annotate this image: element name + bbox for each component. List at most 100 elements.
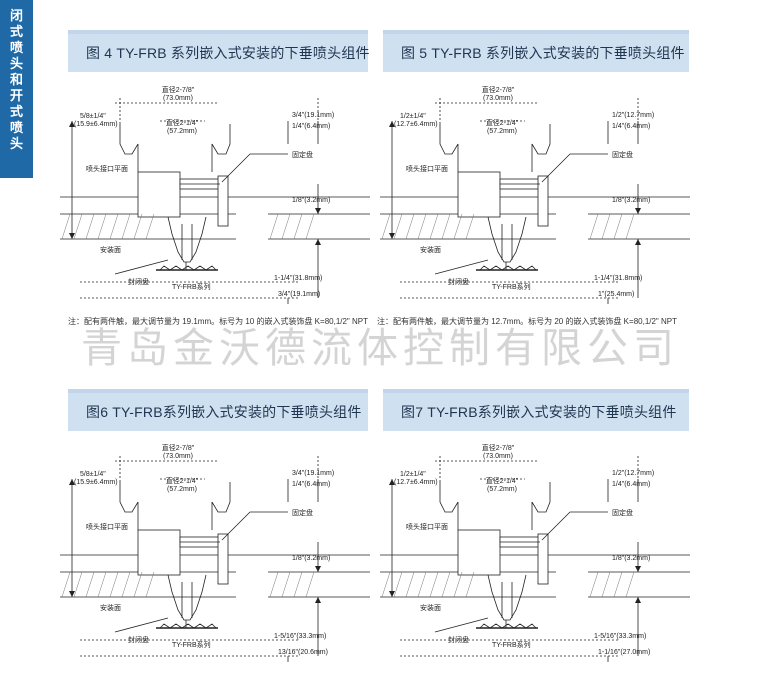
seal-cup-label: 封闭盘 — [448, 635, 469, 644]
figure-4-header: 图 4 TY-FRB 系列嵌入式安装的下垂喷头组件 — [68, 30, 370, 72]
figure-4-drawing: 直径2-7/8" (73.0mm) 直径2-1/4" (57.2mm) 5/8±… — [60, 84, 370, 324]
left-dimension-label: 5/8±1/4" — [80, 113, 106, 120]
sidebar-char: 喷 — [9, 40, 23, 55]
top-right-dimension-2: 1/4"(6.4mm) — [292, 123, 330, 130]
inner-diameter-mm-label: (57.2mm) — [167, 486, 197, 493]
plate-label: 固定盘 — [612, 508, 633, 517]
seal-cup-label: 封闭盘 — [128, 277, 149, 286]
sprinkler-assembly-drawing: 直径2-7/8" (73.0mm) 直径2-1/4" (57.2mm) 5/8±… — [60, 85, 370, 304]
inner-diameter-label: 直径2-1/4" — [486, 118, 519, 127]
gap-dimension-label: 1/8"(3.2mm) — [292, 555, 330, 562]
figure-4-note: 注：配有两件触，最大调节量为 19.1mm。标号为 10 的嵌入式装饰盘 K=8… — [68, 317, 368, 326]
ceiling-label: 安装面 — [100, 245, 121, 254]
model-label: TY-FRB系列 — [492, 640, 531, 649]
figure-7-title: 图7 TY-FRB系列嵌入式安装的下垂喷头组件 — [401, 404, 677, 420]
plate-leader — [541, 153, 571, 183]
inner-diameter-mm-label: (57.2mm) — [487, 486, 517, 493]
figure-4-title: 图 4 TY-FRB 系列嵌入式安装的下垂喷头组件 — [86, 45, 370, 61]
bottom-dimension-1: 1-5/16"(33.3mm) — [274, 633, 326, 640]
sidebar-char: 式 — [9, 24, 23, 39]
ceiling-label: 安装面 — [420, 245, 441, 254]
bottom-dimension-1: 1-1/4"(31.8mm) — [594, 275, 642, 282]
top-right-dimension-1: 3/4"(19.1mm) — [292, 112, 334, 119]
inner-diameter-label: 直径2-1/4" — [166, 118, 199, 127]
sidebar-char: 式 — [9, 104, 23, 119]
figure-6-header: 图6 TY-FRB系列嵌入式安装的下垂喷头组件 — [68, 389, 368, 431]
top-right-dimension-2: 1/4"(6.4mm) — [292, 481, 330, 488]
left-dimension-mm-label: (15.9±6.4mm) — [74, 121, 118, 128]
model-label: TY-FRB系列 — [172, 640, 211, 649]
top-right-dimension-1: 3/4"(19.1mm) — [292, 470, 334, 477]
seal-leader — [434, 259, 489, 275]
figure-7-drawing: 直径2-7/8" (73.0mm) 直径2-1/4" (57.2mm) 1/2±… — [380, 442, 690, 682]
sidebar-title: 闭 式 喷 头 和 开 式 喷 头 — [0, 8, 33, 152]
sidebar-char: 开 — [9, 88, 23, 103]
figure-5-note: 注：配有两件触，最大调节量为 12.7mm。标号为 20 的嵌入式装饰盘 K=8… — [377, 317, 677, 326]
ceiling-label: 安装面 — [100, 603, 121, 612]
figure-7-header: 图7 TY-FRB系列嵌入式安装的下垂喷头组件 — [383, 389, 689, 431]
inner-diameter-label: 直径2-1/4" — [486, 476, 519, 485]
plate-label: 固定盘 — [292, 508, 313, 517]
interface-plane-label: 喷头接口平面 — [406, 164, 448, 173]
interface-plane-label: 喷头接口平面 — [86, 522, 128, 531]
sidebar-tab: 闭 式 喷 头 和 开 式 喷 头 — [0, 0, 33, 178]
outer-diameter-mm-label: (73.0mm) — [163, 95, 193, 102]
bottom-dimension-2: 1-1/16"(27.0mm) — [598, 649, 650, 656]
plate-label: 固定盘 — [612, 150, 633, 159]
figure-5-drawing: 直径2-7/8" (73.0mm) 直径2-1/4" (57.2mm) 1/2±… — [380, 84, 690, 324]
sidebar-char: 头 — [9, 56, 23, 71]
interface-plane-label: 喷头接口平面 — [406, 522, 448, 531]
sprinkler-assembly-drawing: 直径2-7/8" (73.0mm) 直径2-1/4" (57.2mm) 5/8±… — [60, 443, 370, 662]
left-dimension-mm-label: (12.7±6.4mm) — [394, 479, 438, 486]
plate-leader — [221, 511, 251, 541]
outer-diameter-label: 直径2-7/8" — [482, 85, 515, 94]
plate-leader — [541, 511, 571, 541]
outer-diameter-label: 直径2-7/8" — [482, 443, 515, 452]
outer-diameter-mm-label: (73.0mm) — [483, 95, 513, 102]
figure-6-title: 图6 TY-FRB系列嵌入式安装的下垂喷头组件 — [86, 404, 362, 420]
ceiling-label: 安装面 — [420, 603, 441, 612]
figure-6-drawing: 直径2-7/8" (73.0mm) 直径2-1/4" (57.2mm) 5/8±… — [60, 442, 370, 682]
model-label: TY-FRB系列 — [172, 282, 211, 291]
top-right-dimension-2: 1/4"(6.4mm) — [612, 123, 650, 130]
bottom-dimension-1: 1-1/4"(31.8mm) — [274, 275, 322, 282]
gap-dimension-label: 1/8"(3.2mm) — [612, 555, 650, 562]
left-dimension-label: 5/8±1/4" — [80, 471, 106, 478]
company-watermark: 青岛金沃德流体控制有限公司 — [81, 324, 679, 372]
gap-dimension-label: 1/8"(3.2mm) — [612, 197, 650, 204]
bottom-dimension-2: 13/16"(20.6mm) — [278, 649, 328, 656]
top-right-dimension-2: 1/4"(6.4mm) — [612, 481, 650, 488]
gap-dimension-label: 1/8"(3.2mm) — [292, 197, 330, 204]
left-dimension-label: 1/2±1/4" — [400, 113, 426, 120]
seal-leader — [434, 617, 489, 633]
inner-diameter-mm-label: (57.2mm) — [487, 128, 517, 135]
sidebar-char: 闭 — [9, 8, 23, 23]
seal-cup-label: 封闭盘 — [128, 635, 149, 644]
inner-diameter-label: 直径2-1/4" — [166, 476, 199, 485]
left-dimension-mm-label: (15.9±6.4mm) — [74, 479, 118, 486]
model-label: TY-FRB系列 — [492, 282, 531, 291]
bottom-dimension-1: 1-5/16"(33.3mm) — [594, 633, 646, 640]
top-right-dimension-1: 1/2"(12.7mm) — [612, 470, 654, 477]
figure-5-title: 图 5 TY-FRB 系列嵌入式安装的下垂喷头组件 — [401, 45, 685, 61]
outer-diameter-mm-label: (73.0mm) — [483, 453, 513, 460]
outer-diameter-label: 直径2-7/8" — [162, 85, 195, 94]
sidebar-char: 头 — [9, 136, 23, 151]
left-dimension-mm-label: (12.7±6.4mm) — [394, 121, 438, 128]
left-dimension-label: 1/2±1/4" — [400, 471, 426, 478]
figure-5-header: 图 5 TY-FRB 系列嵌入式安装的下垂喷头组件 — [383, 30, 689, 72]
seal-leader — [114, 617, 169, 633]
bottom-dimension-2: 3/4"(19.1mm) — [278, 291, 320, 298]
seal-cup-label: 封闭盘 — [448, 277, 469, 286]
sprinkler-assembly-drawing: 直径2-7/8" (73.0mm) 直径2-1/4" (57.2mm) 1/2±… — [380, 85, 690, 304]
interface-plane-label: 喷头接口平面 — [86, 164, 128, 173]
sidebar-char: 喷 — [9, 120, 23, 135]
sprinkler-assembly-drawing: 直径2-7/8" (73.0mm) 直径2-1/4" (57.2mm) 1/2±… — [380, 443, 690, 662]
sidebar-char: 和 — [9, 72, 23, 87]
bottom-dimension-2: 1"(25.4mm) — [598, 291, 634, 298]
outer-diameter-mm-label: (73.0mm) — [163, 453, 193, 460]
plate-label: 固定盘 — [292, 150, 313, 159]
inner-diameter-mm-label: (57.2mm) — [167, 128, 197, 135]
seal-leader — [114, 259, 169, 275]
plate-leader — [221, 153, 251, 183]
